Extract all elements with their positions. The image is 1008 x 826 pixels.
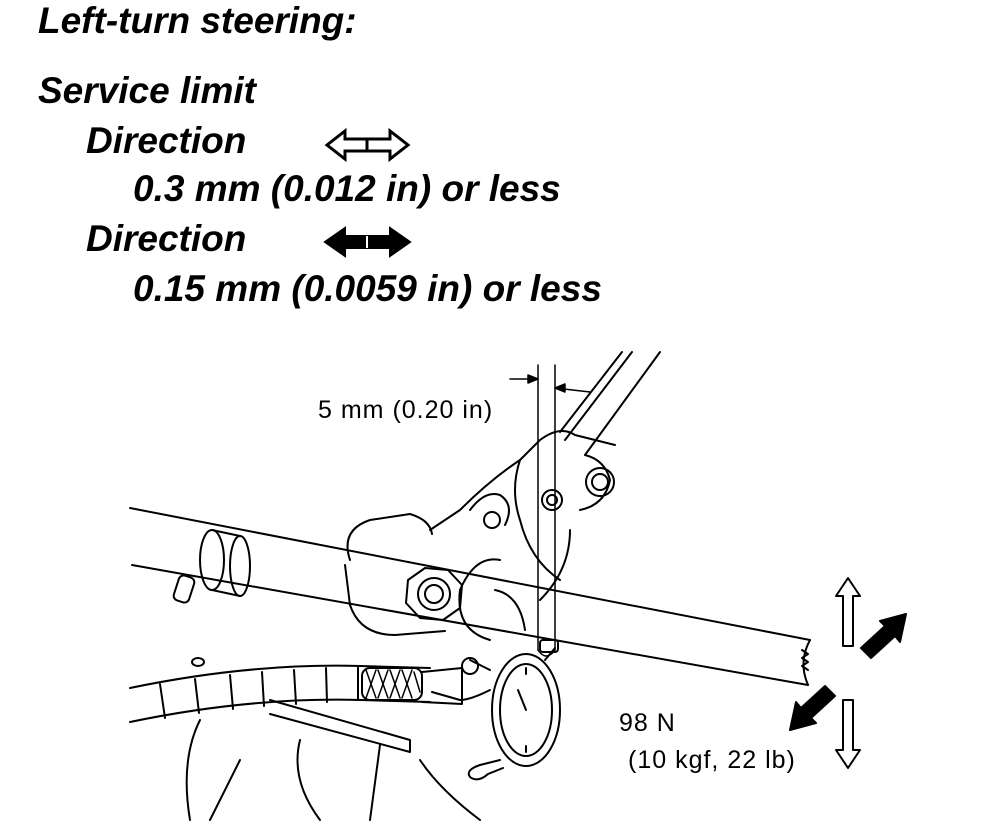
limit-value-2: 0.15 mm (0.0059 in) or less bbox=[133, 268, 602, 309]
steering-shaft bbox=[559, 351, 661, 456]
hollow-up-arrow-icon bbox=[835, 577, 861, 647]
rack-end-fitting bbox=[172, 529, 251, 604]
solid-right-arrow-icon bbox=[860, 613, 907, 659]
limit-value-1: 0.3 mm (0.012 in) or less bbox=[133, 168, 561, 209]
adjusting-nut bbox=[405, 567, 463, 621]
dial-indicator bbox=[431, 639, 561, 781]
lower-bracket bbox=[185, 657, 481, 821]
direction-label-2: Direction bbox=[86, 218, 247, 259]
offset-label: 5 mm (0.20 in) bbox=[318, 396, 494, 424]
force-label-line1: 98 N bbox=[619, 709, 676, 737]
force-label-line2: (10 kgf, 22 lb) bbox=[628, 746, 796, 774]
gearbox-housing bbox=[344, 430, 616, 641]
service-limit-title: Service limit bbox=[38, 70, 257, 111]
hollow-double-arrow-icon bbox=[324, 127, 411, 163]
magnetic-base-arm bbox=[129, 664, 463, 723]
hollow-down-arrow-icon bbox=[835, 699, 861, 769]
direction-label-1: Direction bbox=[86, 120, 247, 161]
page-heading: Left-turn steering: bbox=[38, 0, 357, 41]
solid-left-arrow-icon bbox=[789, 685, 836, 731]
force-direction-arrows bbox=[789, 577, 907, 769]
solid-double-arrow-icon bbox=[323, 226, 412, 258]
